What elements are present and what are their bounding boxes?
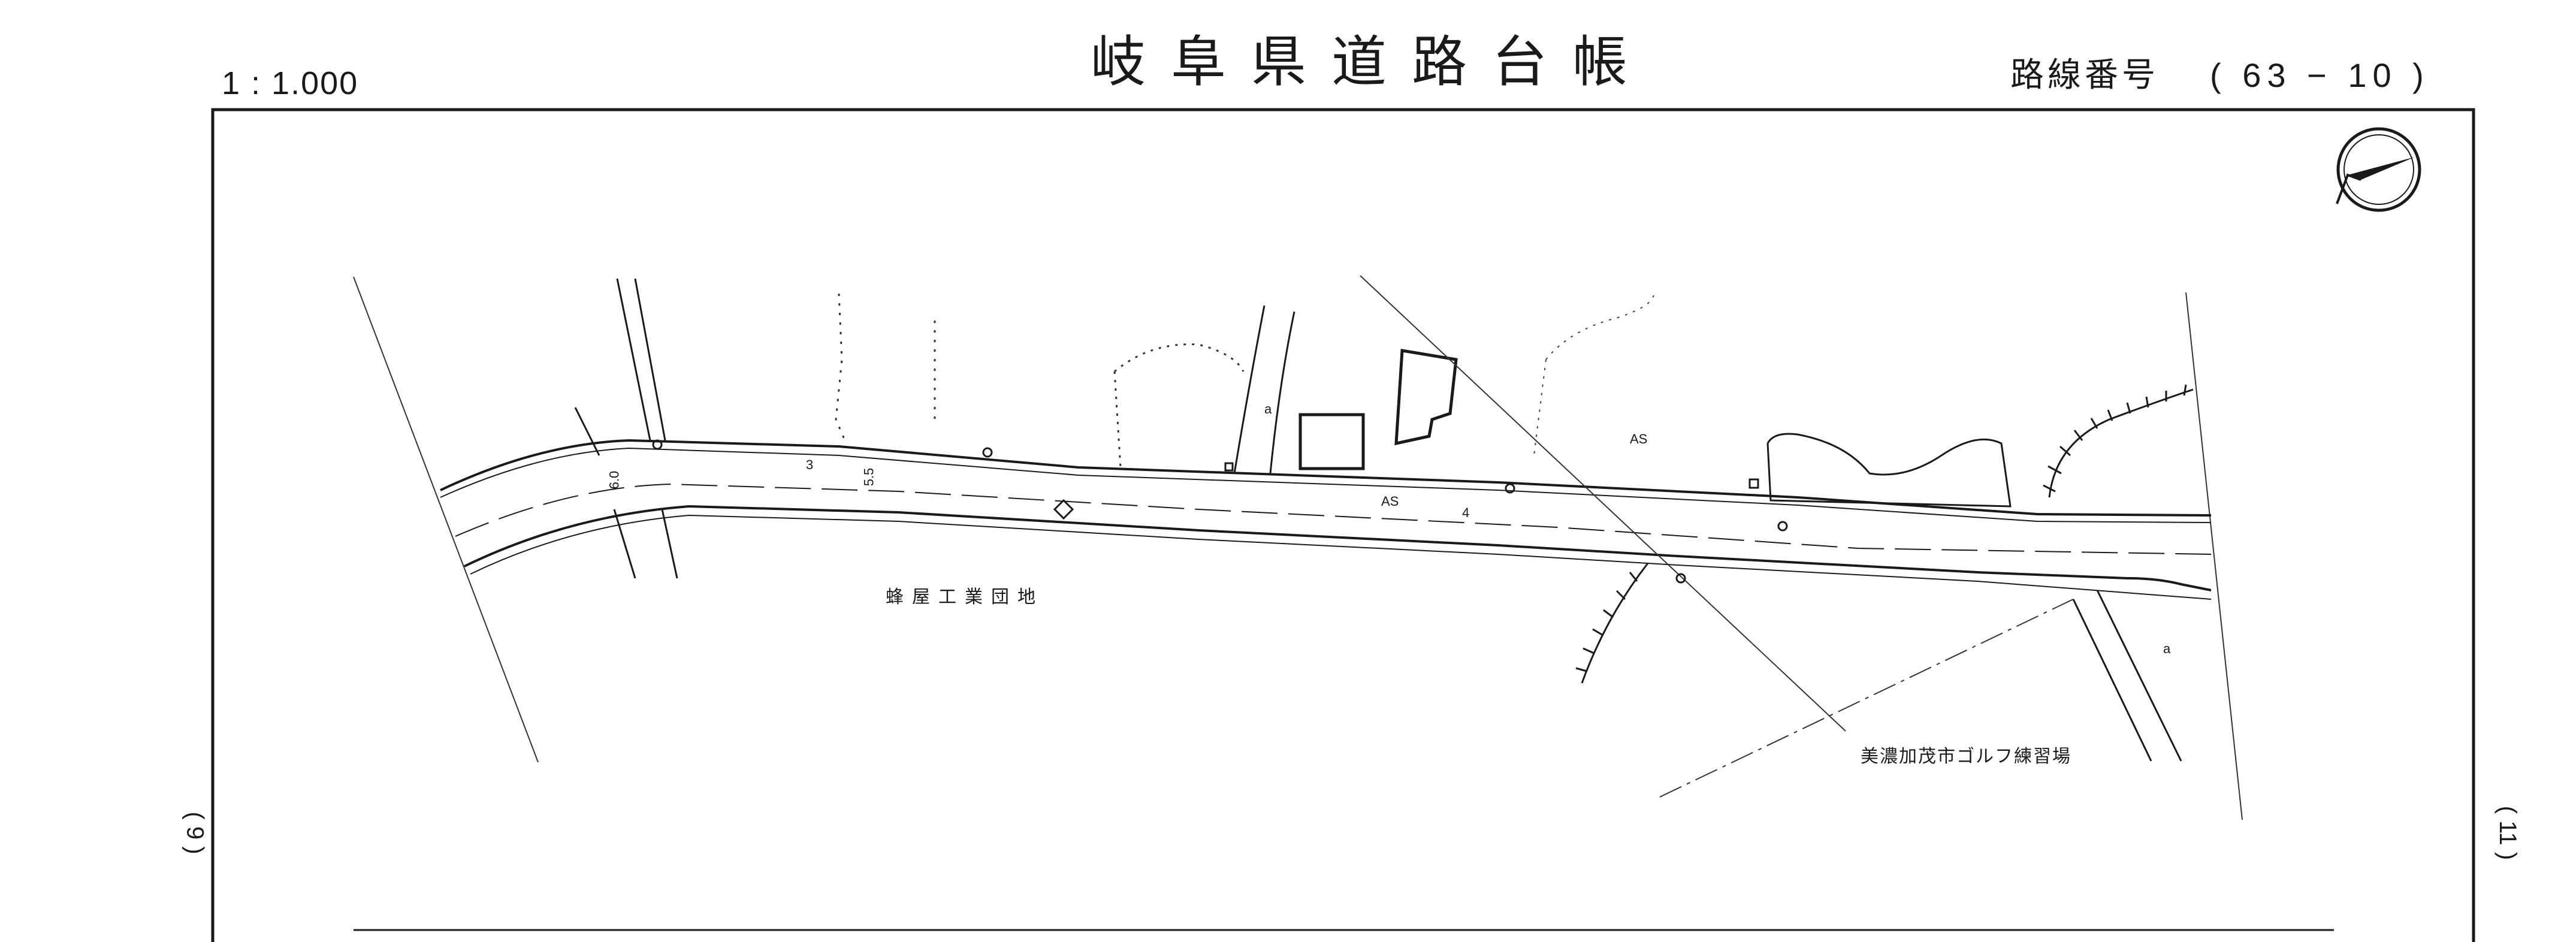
- road-centreline: [455, 483, 2212, 555]
- side-road: [574, 407, 600, 456]
- surface-label: AS: [1381, 494, 1399, 509]
- road-edge: [470, 514, 2212, 600]
- industrial-park-label: 蜂屋工業団地: [886, 587, 1044, 608]
- station-mark: 3: [806, 457, 814, 472]
- station-mark: 4: [1462, 505, 1470, 520]
- golf-range-label: 美濃加茂市ゴルフ練習場: [1861, 746, 2071, 767]
- side-road: [1233, 305, 1295, 474]
- route-number-label: 路線番号: [2010, 56, 2159, 95]
- side-road: [2072, 590, 2182, 762]
- land-code: a: [2163, 641, 2171, 656]
- land-code: a: [1264, 401, 1272, 416]
- north-arrow-icon: [2336, 127, 2421, 212]
- chain-line: [1659, 599, 2074, 798]
- map-scale: 1 : 1.000: [222, 65, 359, 101]
- boundary-line: [353, 276, 539, 763]
- embankment: [1575, 384, 2194, 684]
- road-width-label: 5.5: [861, 467, 877, 487]
- road-edge: [440, 447, 2212, 523]
- surface-label: AS: [1630, 431, 1648, 446]
- road-edge: [440, 439, 2212, 517]
- left-margin-mark: ( 9 ): [182, 811, 209, 855]
- building: [1394, 349, 1458, 446]
- property-line: [1114, 343, 1245, 373]
- map-frame: [211, 108, 2475, 942]
- side-road: [616, 278, 666, 441]
- right-margin-mark: ( 11 ): [2495, 805, 2521, 861]
- building: [1298, 413, 1365, 470]
- golf-range-outline: [1766, 433, 2012, 508]
- road-edge: [464, 505, 2212, 591]
- route-number-value: ( 63 − 10 ): [2210, 56, 2430, 94]
- side-road: [613, 509, 678, 579]
- property-line: [1113, 371, 1122, 468]
- boundary-line: [2185, 292, 2243, 820]
- diagonal-line: [1360, 275, 1846, 732]
- property-line: [835, 293, 846, 441]
- road-width-label: 6.0: [606, 470, 622, 490]
- page-title: 岐阜県道路台帳: [1091, 30, 1653, 94]
- property-line: [1545, 293, 1654, 360]
- survey-marks: [652, 439, 1788, 584]
